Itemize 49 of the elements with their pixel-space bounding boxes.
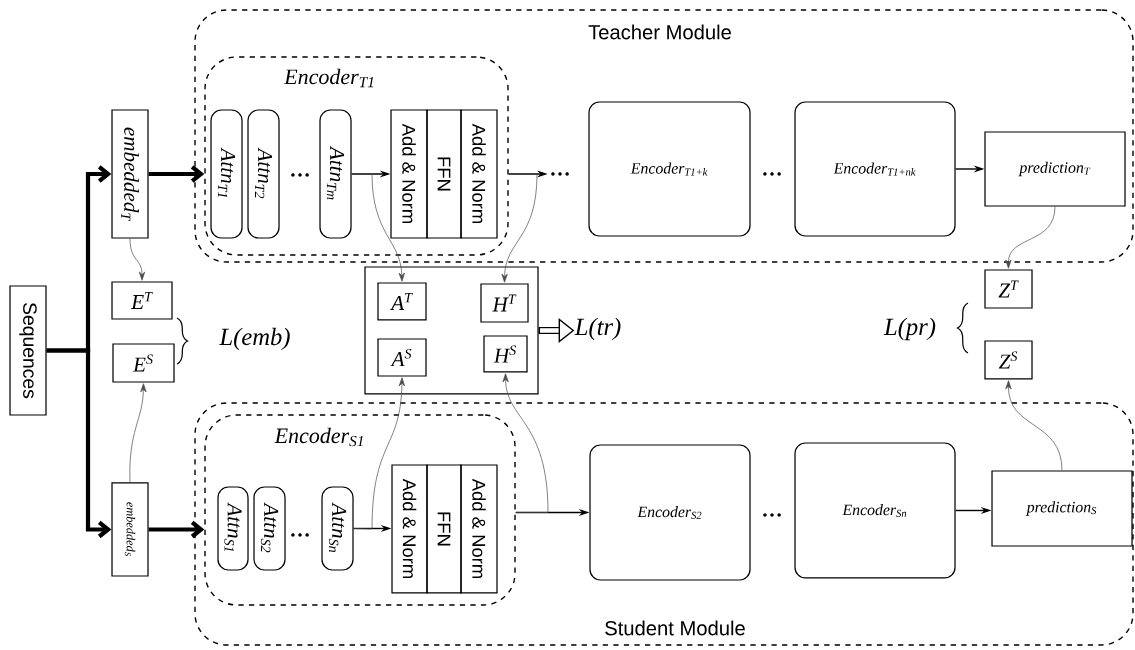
loss-label: L(emb): [219, 327, 290, 351]
ellipsis-dots: …: [763, 172, 781, 176]
block-box: prediction$_{T}$: [984, 131, 1126, 207]
layer-box: Attn$_{S1}$: [217, 486, 249, 571]
layer-box: FFN: [426, 109, 462, 239]
layer-box: Attn$_{T1}$: [210, 109, 243, 239]
layer-box: Attn$_{T2}$: [247, 109, 280, 239]
loss-label: L(pr): [883, 317, 936, 341]
arrow: [502, 373, 549, 513]
ellipsis-dots: …: [551, 172, 569, 176]
input-box: Sequences: [9, 285, 47, 416]
arrow: [129, 383, 147, 483]
ellipsis-dots: …: [291, 533, 309, 537]
arrow: [351, 173, 405, 282]
layer-box: FFN: [426, 464, 462, 594]
block-box: Z$^{S}$: [984, 340, 1033, 380]
block-box: Encoder$_{S2}$: [589, 444, 751, 581]
block-box: A$^{S}$: [377, 338, 427, 377]
layer-box: embedded$_{S}$: [111, 482, 149, 577]
block-box: E$^{S}$: [112, 343, 175, 383]
layer-box: Add & Norm: [460, 464, 498, 594]
layer-box: Add & Norm: [391, 464, 428, 594]
ellipsis-dots: …: [763, 513, 781, 517]
block-box: E$^{T}$: [111, 281, 173, 320]
arrow: [148, 165, 205, 183]
layer-box: Attn$_{Tm}$: [319, 109, 352, 239]
block-box: Z$^{T}$: [984, 269, 1033, 309]
block-box: A$^{T}$: [377, 282, 427, 321]
layer-box: Add & Norm: [460, 109, 498, 239]
block-box: prediction$_{S}$: [991, 470, 1133, 547]
layer-box: Attn$_{S2}$: [253, 486, 286, 571]
arrow: [46, 348, 112, 539]
block-box: Encoder$_{T1+k}$: [588, 101, 751, 237]
layer-box: Add & Norm: [390, 109, 428, 239]
layer-box: Attn$_{Sn}$: [321, 486, 354, 571]
arrow: [1005, 380, 1063, 471]
arrow: [353, 377, 405, 530]
ellipsis-dots: …: [291, 173, 309, 177]
block-box: Encoder$_{T1+nk}$: [794, 101, 956, 237]
layer-box: embedded$_{T}$: [111, 109, 149, 239]
block-box: H$^{S}$: [483, 335, 528, 373]
arrow: [129, 238, 146, 281]
block-box: Encoder$_{Sn}$: [794, 442, 956, 579]
arrow: [148, 520, 205, 539]
arrow: [1005, 206, 1056, 269]
arrow: [501, 173, 538, 283]
block-box: H$^{T}$: [480, 283, 529, 323]
loss-label: L(tr): [574, 317, 621, 341]
transfer-box: [364, 266, 539, 395]
